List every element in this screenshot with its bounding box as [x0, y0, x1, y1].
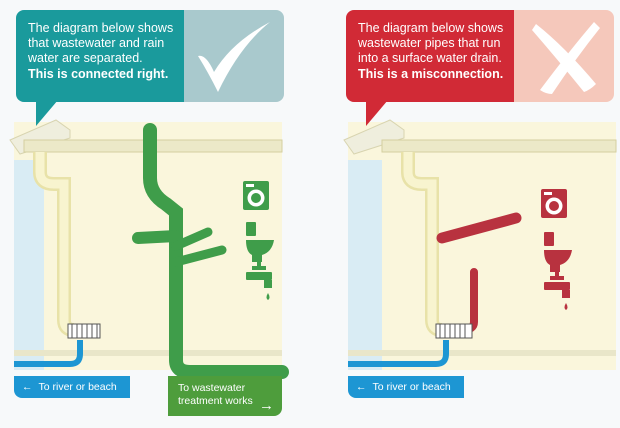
correct-connection-panel: The diagram below shows that wastewater … — [0, 0, 290, 428]
check-icon — [198, 22, 270, 92]
surface-water-drain — [435, 323, 473, 339]
callout-line-1: The diagram below shows — [358, 21, 504, 35]
outer-wall — [14, 160, 44, 370]
callout-line-1: The diagram below shows — [28, 21, 174, 35]
arrow-right-icon: → — [259, 397, 274, 414]
callout-verdict: This is connected right. — [28, 67, 169, 81]
callout-line-2: wastewater pipes that run — [358, 36, 501, 50]
gutter — [381, 139, 617, 153]
correct-connection-illustration — [9, 119, 289, 379]
toilet-icon — [544, 232, 572, 272]
callout-tail — [36, 100, 58, 126]
house-wall — [348, 122, 616, 370]
treatment-line-2: treatment works — [178, 395, 253, 407]
tap-icon — [544, 272, 570, 310]
tap-icon — [246, 262, 272, 300]
river-label-box: ← To river or beach — [14, 376, 130, 398]
misconnection-panel: The diagram below shows wastewater pipes… — [330, 0, 620, 428]
wastewater-stack — [132, 123, 289, 379]
cross-icon — [532, 22, 600, 94]
cross-box — [514, 10, 614, 102]
arrow-left-icon: ← — [22, 381, 33, 393]
treatment-label-box: To wastewater treatment works → — [168, 376, 282, 416]
river-pipe — [14, 340, 83, 367]
outer-wall — [348, 160, 382, 370]
treatment-line-1: To wastewater — [178, 382, 246, 394]
washing-machine-icon — [243, 181, 269, 210]
ground-line — [14, 350, 282, 356]
callout-box: The diagram below shows that wastewater … — [16, 10, 184, 102]
river-label-box: ← To river or beach — [348, 376, 464, 398]
river-pipe — [348, 340, 449, 367]
river-label: To river or beach — [38, 381, 117, 393]
river-label: To river or beach — [372, 381, 451, 393]
misconnection-illustration — [343, 119, 617, 370]
callout-tail — [366, 100, 388, 126]
washing-machine-icon — [541, 189, 567, 218]
callout-verdict: This is a misconnection. — [358, 67, 504, 81]
check-box — [184, 10, 284, 102]
arrow-left-icon: ← — [356, 381, 367, 393]
ground-line — [348, 350, 616, 356]
toilet-icon — [246, 222, 274, 262]
callout-box: The diagram below shows wastewater pipes… — [346, 10, 514, 102]
surface-water-drain — [67, 323, 101, 339]
callout-line-3: water are separated. — [28, 51, 143, 65]
callout-line-2: that wastewater and rain — [28, 36, 165, 50]
callout-line-3: into a surface water drain. — [358, 51, 502, 65]
